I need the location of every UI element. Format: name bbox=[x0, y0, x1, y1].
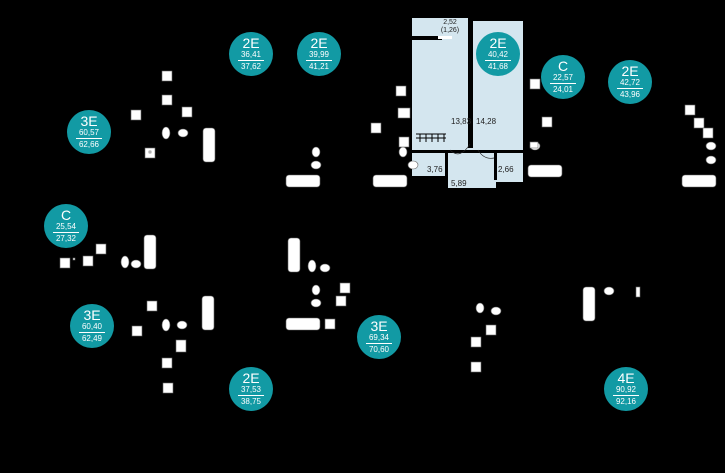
stove-icon bbox=[148, 150, 152, 154]
balcony-area: 2,52(1,26) bbox=[440, 19, 460, 34]
partition-wall bbox=[412, 150, 523, 153]
sink-icon bbox=[161, 94, 173, 106]
sink-icon bbox=[395, 85, 407, 97]
room-area: 5,89 bbox=[451, 179, 467, 188]
toilet-icon bbox=[307, 259, 317, 273]
toilet-icon bbox=[310, 298, 322, 308]
toilet-icon bbox=[130, 259, 142, 269]
toilet-icon bbox=[475, 302, 485, 314]
bathtub-icon bbox=[287, 237, 301, 273]
toilet-icon bbox=[120, 255, 130, 269]
sink-icon bbox=[398, 136, 410, 148]
sink-icon bbox=[470, 361, 482, 373]
door-swing bbox=[477, 149, 495, 159]
sink-icon bbox=[339, 282, 351, 294]
sink-icon bbox=[529, 78, 541, 90]
toilet-icon bbox=[319, 263, 331, 273]
sink-icon bbox=[130, 109, 142, 121]
sink-icon bbox=[470, 336, 482, 348]
stove-icon bbox=[72, 257, 76, 261]
sink-icon bbox=[175, 339, 187, 353]
room-area: 14,28 bbox=[476, 117, 497, 126]
bathtub-icon bbox=[372, 174, 408, 188]
sink-icon bbox=[541, 116, 553, 128]
sink-icon bbox=[161, 70, 173, 82]
sink-icon bbox=[324, 318, 336, 330]
toilet-icon bbox=[161, 318, 171, 332]
door-swing bbox=[449, 143, 471, 155]
room-area: 2,66 bbox=[498, 165, 514, 174]
window-line bbox=[438, 36, 452, 39]
sink-icon bbox=[59, 257, 71, 269]
washer-icon bbox=[635, 286, 641, 298]
bathtub-icon bbox=[202, 127, 216, 163]
sink-icon bbox=[161, 357, 173, 369]
toilet-icon bbox=[407, 160, 419, 170]
sink-icon bbox=[335, 295, 347, 307]
sink-icon bbox=[370, 122, 382, 134]
toilet-icon bbox=[705, 141, 717, 151]
bathtub-icon bbox=[285, 317, 321, 331]
kitchen-wall bbox=[468, 18, 473, 148]
partition-wall bbox=[494, 150, 497, 180]
bathtub-icon bbox=[201, 295, 215, 331]
toilet-icon bbox=[161, 126, 171, 140]
toilet-icon bbox=[176, 320, 188, 330]
sink-icon bbox=[131, 325, 143, 337]
toilet-icon bbox=[311, 284, 321, 296]
sink-icon bbox=[693, 117, 705, 129]
toilet-icon bbox=[490, 306, 502, 316]
toilet-icon bbox=[311, 146, 321, 158]
sink-icon bbox=[95, 243, 107, 255]
toilet-icon bbox=[705, 155, 717, 165]
sink-icon bbox=[82, 255, 94, 267]
toilet-icon bbox=[398, 146, 408, 158]
toilet-icon bbox=[310, 160, 322, 170]
sink-icon bbox=[162, 382, 174, 394]
room-area: 13,83 bbox=[451, 117, 472, 126]
bathtub-icon bbox=[527, 164, 563, 178]
sink-icon bbox=[684, 104, 696, 116]
window-line bbox=[408, 36, 442, 40]
sink-icon bbox=[397, 107, 411, 119]
sink-icon bbox=[702, 127, 714, 139]
partition-wall bbox=[445, 150, 448, 188]
bathtub-icon bbox=[681, 174, 717, 188]
toilet-icon bbox=[177, 128, 189, 138]
sink-icon bbox=[485, 324, 497, 336]
sink-icon bbox=[529, 141, 539, 149]
bathtub-icon bbox=[143, 234, 157, 270]
bathtub-icon bbox=[285, 174, 321, 188]
bathtub-icon bbox=[582, 286, 596, 322]
sink-icon bbox=[181, 106, 193, 118]
stairs-icon bbox=[416, 133, 446, 142]
toilet-icon bbox=[603, 286, 615, 296]
room-area: 3,76 bbox=[427, 165, 443, 174]
sink-icon bbox=[146, 300, 158, 312]
